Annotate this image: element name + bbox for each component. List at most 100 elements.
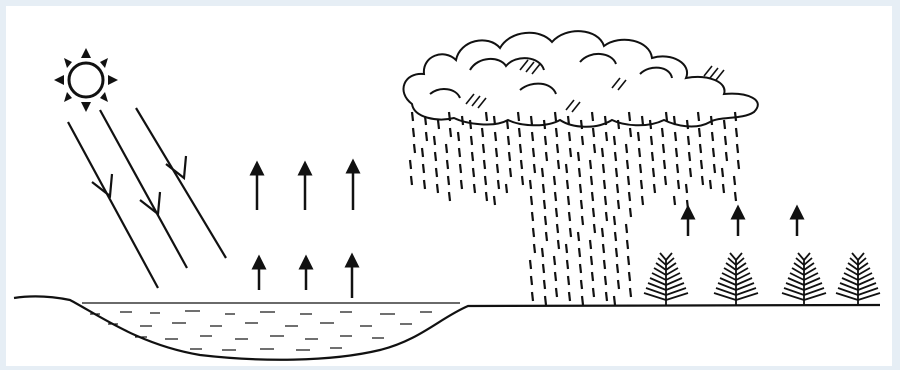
rain-drop bbox=[699, 128, 700, 137]
rain-drop bbox=[506, 184, 507, 193]
rain-drop bbox=[630, 208, 631, 217]
rain-drop bbox=[617, 264, 618, 273]
rain-drop bbox=[570, 148, 571, 157]
rain-drop bbox=[437, 184, 438, 193]
rain-drop bbox=[627, 240, 628, 249]
rain-drop bbox=[543, 184, 544, 193]
transpiration-arrows bbox=[688, 212, 797, 236]
rain-drop bbox=[603, 244, 604, 253]
rain-drop bbox=[605, 196, 606, 205]
rain-drop bbox=[594, 144, 595, 153]
rain-drop bbox=[458, 132, 459, 141]
rain-drop bbox=[518, 112, 519, 121]
rain-drop bbox=[412, 112, 413, 121]
rain-drop bbox=[580, 264, 581, 273]
sun-ray bbox=[136, 108, 226, 258]
evaporation-arrows bbox=[257, 166, 353, 298]
rain-drop bbox=[569, 292, 570, 301]
rain-drop bbox=[665, 176, 666, 185]
rain-drop bbox=[483, 144, 484, 153]
rain-drop bbox=[567, 180, 568, 189]
rain-drop bbox=[558, 160, 559, 169]
rain-drop bbox=[532, 132, 533, 141]
rain-drop bbox=[485, 176, 486, 185]
rain-drop bbox=[700, 144, 701, 153]
rain-drop bbox=[566, 164, 567, 173]
rain-drop bbox=[604, 260, 605, 269]
rain-drop bbox=[496, 148, 497, 157]
rain-drop bbox=[675, 132, 676, 141]
rain-drop bbox=[628, 176, 629, 185]
rain-drop bbox=[556, 208, 557, 217]
rain-drop bbox=[614, 216, 615, 225]
rain-drop bbox=[531, 196, 532, 205]
rain-drop bbox=[615, 232, 616, 241]
rain-drop bbox=[542, 248, 543, 257]
rain-drop bbox=[570, 228, 571, 237]
rain-drop bbox=[618, 280, 619, 289]
rain-drop bbox=[642, 196, 643, 205]
rain-drop bbox=[666, 112, 667, 121]
rain-drop bbox=[423, 164, 424, 173]
rain-drop bbox=[606, 212, 607, 221]
rain-drop bbox=[678, 180, 679, 189]
rain-drop bbox=[735, 192, 736, 201]
rain-drop bbox=[555, 192, 556, 201]
rain-drop bbox=[414, 144, 415, 153]
rain-icon bbox=[410, 112, 739, 305]
rain-drop bbox=[447, 160, 448, 169]
rain-drop bbox=[544, 280, 545, 289]
rain-drop bbox=[592, 112, 593, 121]
rain-drop bbox=[580, 184, 581, 193]
rain-drop bbox=[494, 196, 495, 205]
rain-drop bbox=[626, 144, 627, 153]
rain-drop bbox=[736, 128, 737, 137]
rain-drop bbox=[676, 148, 677, 157]
rain-drop bbox=[677, 164, 678, 173]
rain-drop bbox=[569, 212, 570, 221]
rain-drop bbox=[674, 116, 675, 125]
rain-drop bbox=[713, 148, 714, 157]
rain-drop bbox=[568, 276, 569, 285]
rain-drop bbox=[618, 120, 619, 129]
rain-drop bbox=[664, 160, 665, 169]
rain-drop bbox=[641, 180, 642, 189]
rain-drop bbox=[578, 152, 579, 161]
rain-drop bbox=[592, 192, 593, 201]
rain-drop bbox=[592, 272, 593, 281]
rain-drop bbox=[605, 276, 606, 285]
rain-drop bbox=[410, 160, 411, 169]
rain-drop bbox=[556, 128, 557, 137]
rain-drop bbox=[688, 136, 689, 145]
rain-drop bbox=[723, 184, 724, 193]
rain-drop bbox=[734, 176, 735, 185]
rain-drop bbox=[735, 112, 736, 121]
rain-drop bbox=[652, 152, 653, 161]
rain-drop bbox=[638, 132, 639, 141]
rain-drop bbox=[630, 128, 631, 137]
rain-drop bbox=[543, 264, 544, 273]
rain-drop bbox=[534, 244, 535, 253]
rain-drop bbox=[522, 176, 523, 185]
rain-drop bbox=[424, 180, 425, 189]
rain-drop bbox=[449, 112, 450, 121]
rain-drop bbox=[606, 132, 607, 141]
rain-drop bbox=[545, 136, 546, 145]
rain-drop bbox=[639, 148, 640, 157]
rain-drop bbox=[629, 112, 630, 121]
rain-drop bbox=[546, 152, 547, 161]
cloud-icon bbox=[403, 31, 757, 127]
rain-drop bbox=[446, 144, 447, 153]
plant-icon bbox=[714, 253, 758, 305]
sun-ray bbox=[68, 122, 158, 288]
rain-drop bbox=[593, 128, 594, 137]
rain-drop bbox=[494, 116, 495, 125]
rain-drop bbox=[690, 168, 691, 177]
rain-drop bbox=[689, 152, 690, 161]
rain-drop bbox=[605, 116, 606, 125]
rain-drop bbox=[556, 288, 557, 297]
rain-drop bbox=[422, 148, 423, 157]
rain-drop bbox=[582, 216, 583, 225]
rain-drop bbox=[470, 120, 471, 129]
rain-drop bbox=[593, 208, 594, 217]
